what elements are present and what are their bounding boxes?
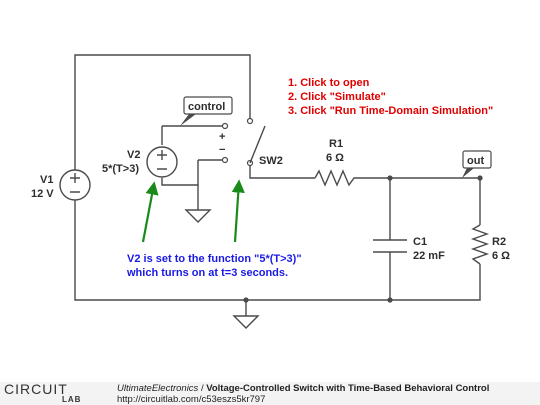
instruction-line-3: 3. Click "Run Time-Domain Simulation" — [288, 105, 493, 117]
control-node-label: control — [188, 101, 225, 113]
instruction-line-1: 1. Click to open — [288, 77, 370, 89]
footer-url[interactable]: http://circuitlab.com/c53eszs5kr797 — [117, 394, 266, 405]
junction-dot — [387, 297, 393, 303]
c1-capacitor[interactable] — [373, 239, 407, 253]
annotation-line-1: V2 is set to the function "5*(T>3)" — [127, 253, 302, 265]
junction-dot — [477, 175, 483, 181]
annotation-line-2: which turns on at t=3 seconds. — [126, 267, 288, 279]
footer-separator: / — [198, 383, 207, 394]
footer-title-line: UltimateElectronics / Voltage-Controlled… — [117, 383, 489, 394]
v2-name: V2 — [127, 149, 140, 161]
arrow-to-v2 — [141, 181, 159, 243]
sw2-switch[interactable] — [221, 117, 266, 167]
ground-symbol — [184, 209, 212, 223]
sw2-minus: − — [219, 144, 225, 156]
v2-source[interactable] — [146, 146, 178, 178]
sw2-name: SW2 — [259, 155, 283, 167]
v2-value: 5*(T>3) — [102, 163, 139, 175]
junction-dot — [243, 297, 249, 303]
r2-resistor[interactable] — [470, 224, 490, 265]
r2-name: R2 — [492, 236, 506, 248]
out-node-label: out — [467, 155, 484, 167]
circuitlab-logo-lab: LAB — [62, 395, 82, 404]
c1-value: 22 mF — [413, 250, 445, 262]
sw2-plus: + — [219, 131, 225, 143]
c1-name: C1 — [413, 236, 427, 248]
r2-value: 6 Ω — [492, 250, 510, 262]
r1-value: 6 Ω — [326, 152, 344, 164]
v1-value: 12 V — [31, 188, 54, 200]
footer-author[interactable]: UltimateElectronics — [117, 383, 199, 394]
r1-name: R1 — [329, 138, 343, 150]
r1-resistor[interactable] — [314, 169, 358, 187]
wires — [74, 54, 481, 316]
instruction-line-2: 2. Click "Simulate" — [288, 91, 386, 103]
v1-source[interactable] — [59, 169, 91, 201]
footer-title[interactable]: Voltage-Controlled Switch with Time-Base… — [206, 383, 490, 394]
control-node-tag[interactable] — [180, 96, 233, 126]
junction-dot — [387, 175, 393, 181]
v1-name: V1 — [40, 174, 53, 186]
ground-symbol — [232, 315, 260, 329]
footer-bar — [0, 382, 540, 405]
out-node-tag[interactable] — [462, 150, 492, 178]
circuitlab-logo[interactable]: CIRCUIT — [4, 381, 68, 397]
arrow-to-sw2 — [231, 179, 245, 243]
